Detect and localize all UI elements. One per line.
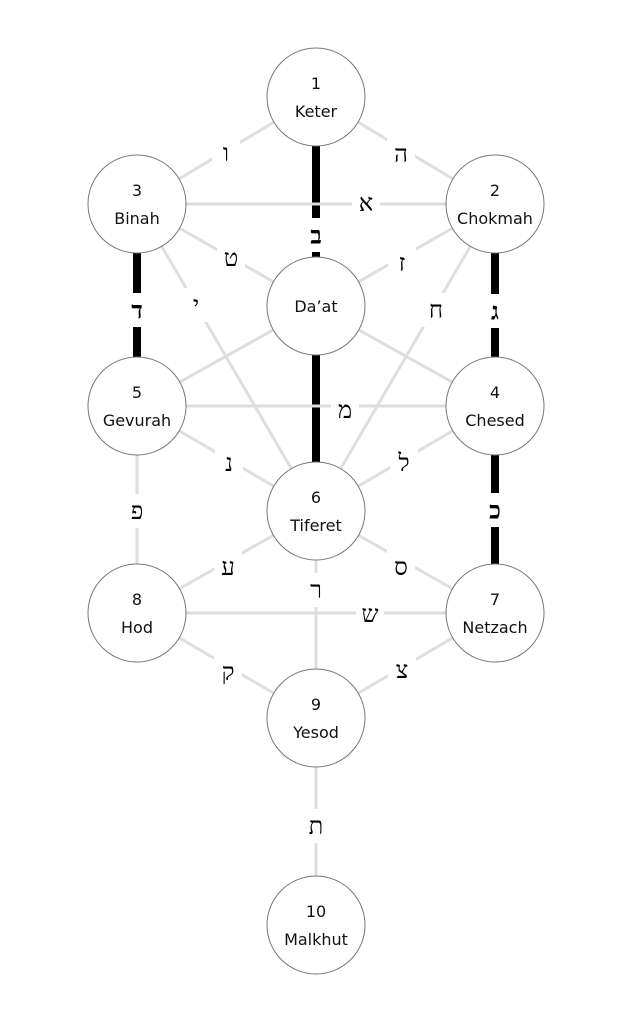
path-label-chesed-netzach: כ: [481, 493, 509, 527]
hebrew-letter: ת: [309, 812, 324, 840]
sefira-number: 10: [306, 902, 326, 921]
sefira-number: 1: [311, 74, 321, 93]
sefira-number: 3: [132, 181, 142, 200]
path-label-chesed-tiferet: ל: [390, 446, 418, 480]
path-label-keter-chokmah: ה: [387, 137, 415, 171]
sefira-name: Hod: [121, 618, 153, 637]
hebrew-letter: ח: [429, 296, 443, 324]
sefira-number: 6: [311, 488, 321, 507]
sefira-circle: [445, 563, 545, 663]
hebrew-letter: ס: [394, 553, 408, 581]
path-label-binah-tiferet: י: [182, 288, 210, 322]
sefira-name: Tiferet: [289, 516, 342, 535]
sefira-circle: [266, 47, 366, 147]
path-label-chokmah-daat: ז: [388, 246, 416, 280]
path-label-chokmah-tiferet: ח: [422, 293, 450, 327]
sefira-number: 7: [490, 590, 500, 609]
hebrew-letter: ע: [221, 553, 235, 581]
hebrew-letter: ז: [399, 249, 406, 277]
path-label-hod-netzach: ש: [356, 597, 384, 631]
sefira-name: Yesod: [292, 723, 339, 742]
sefira-name: Binah: [114, 209, 160, 228]
hebrew-letter: א: [359, 189, 373, 217]
path-label-binah-chokmah: א: [352, 186, 380, 220]
sefira-circle: [87, 154, 187, 254]
hebrew-letter: פ: [131, 497, 144, 525]
sefira-name: Malkhut: [284, 930, 348, 949]
path-label-gevurah-hod: פ: [123, 494, 151, 528]
hebrew-letter: ק: [222, 658, 235, 686]
sefira-circle: [266, 461, 366, 561]
hebrew-letter: ט: [224, 244, 239, 272]
sefira-number: 5: [132, 383, 142, 402]
sefira-circle: [87, 356, 187, 456]
hebrew-letter: כ: [489, 496, 501, 525]
hebrew-letter: ב: [310, 221, 322, 250]
path-label-tiferet-yesod: ר: [302, 573, 330, 607]
path-label-hod-tiferet: ע: [214, 550, 242, 584]
sefira-number: 4: [490, 383, 500, 402]
path-label-hod-yesod: ק: [214, 655, 242, 689]
sefira-circle: [445, 356, 545, 456]
sefira-circle: [445, 154, 545, 254]
path-label-binah-daat: ט: [217, 241, 245, 275]
sefira-circle: [266, 875, 366, 975]
path-label-keter-daat: ב: [302, 218, 330, 252]
hebrew-letter: ו: [223, 139, 229, 167]
sefira-circle: [266, 668, 366, 768]
hebrew-letter: ה: [394, 140, 408, 168]
path-label-yesod-malkhut: ת: [302, 809, 330, 843]
path-label-gevurah-chesed: מ: [331, 393, 359, 427]
hebrew-letter: ש: [362, 600, 379, 628]
hebrew-letter: י: [193, 291, 199, 319]
path-label-netzach-yesod: צ: [388, 653, 416, 687]
hebrew-letter: ג: [491, 297, 499, 326]
hebrew-letter: ל: [397, 449, 409, 477]
hebrew-letter: ר: [310, 576, 322, 604]
sefira-number: 8: [132, 590, 142, 609]
path-label-chokmah-chesed: ג: [481, 294, 509, 328]
sefira-name: Netzach: [462, 618, 527, 637]
sefira-name: Da’at: [294, 297, 337, 316]
hebrew-letter: ד: [131, 296, 143, 325]
sefira-name: Chesed: [465, 411, 525, 430]
sefira-name: Keter: [295, 102, 338, 121]
path-letters: ו ה ב א ט ז ד י ח ג מ נ ל כ פ ע ס ר ש ק צ ת: [123, 136, 509, 843]
sefira-circle: [266, 256, 366, 356]
sefira-daat: Da’at: [266, 256, 366, 356]
path-label-gevurah-tiferet: נ: [215, 446, 243, 480]
sefira-circle: [87, 563, 187, 663]
hebrew-letter: נ: [225, 449, 233, 477]
sefira-name: Gevurah: [103, 411, 171, 430]
sefira-name: Chokmah: [457, 209, 533, 228]
path-label-tiferet-netzach: ס: [387, 550, 415, 584]
sefira-number: 2: [490, 181, 500, 200]
path-label-keter-binah: ו: [212, 136, 240, 170]
hebrew-letter: צ: [396, 656, 409, 684]
hebrew-letter: מ: [338, 396, 352, 424]
sefira-number: 9: [311, 695, 321, 714]
path-label-binah-gevurah: ד: [123, 293, 151, 327]
